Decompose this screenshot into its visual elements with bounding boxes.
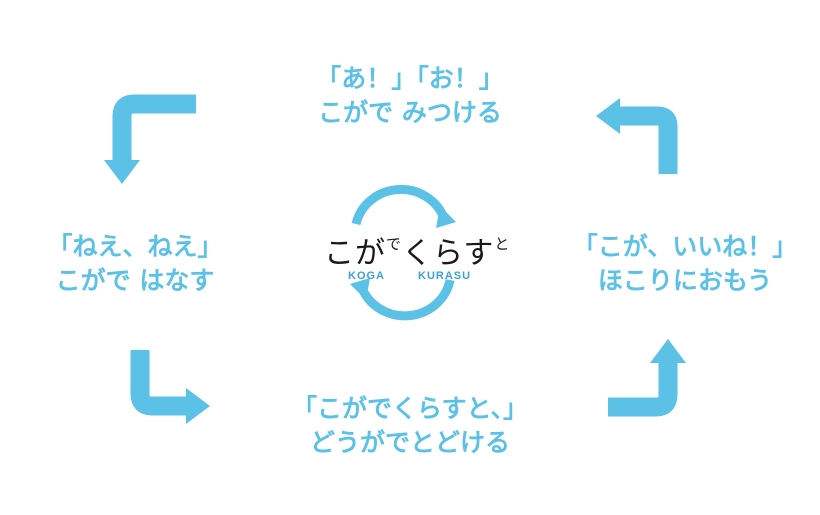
arrow-bottom-right-icon (608, 339, 686, 417)
logo-text-de: で (386, 235, 403, 253)
logo-text-koga: こが (324, 236, 386, 271)
arrow-top-left-icon (104, 94, 196, 184)
koga-de-kurasu-to-logo: こがでくらすと KOGA KURASU (318, 184, 509, 321)
phrase-deliver-line2: どうがでとどける (309, 428, 510, 457)
phrase-pride-line1: 「こが、いいね！」 (572, 232, 798, 261)
phrase-deliver: 「こがでくらすと、」 どうがでとどける (210, 392, 610, 460)
phrase-deliver-line1: 「こがでくらすと、」 (291, 394, 528, 423)
logo-japanese-text: こがでくらすと (324, 228, 510, 272)
arrow-bottom-left-icon (130, 350, 210, 424)
phrase-pride-line2: ほこりにおもう (597, 266, 773, 295)
logo-text-kurasu: くらす (402, 236, 495, 271)
logo-text-to: と (494, 235, 511, 253)
phrase-talk: 「ねえ、ねえ」 こがで はなす (20, 230, 250, 298)
logo-latin-kurasu: KURASU (418, 270, 472, 282)
phrase-talk-line2: こがで はなす (55, 266, 215, 295)
arrow-top-right-icon (596, 98, 678, 174)
phrase-discover-line2: こがで みつける (318, 98, 502, 127)
logo-latin-koga: KOGA (348, 270, 385, 282)
phrase-discover: 「あ！」「お！」 こがで みつける (220, 62, 600, 130)
logo-ring-icon (350, 184, 456, 321)
phrase-pride: 「こが、いいね！」 ほこりにおもう (555, 230, 815, 298)
phrase-discover-line1: 「あ！」「お！」 (316, 64, 504, 93)
phrase-talk-line1: 「ねえ、ねえ」 (47, 232, 223, 261)
